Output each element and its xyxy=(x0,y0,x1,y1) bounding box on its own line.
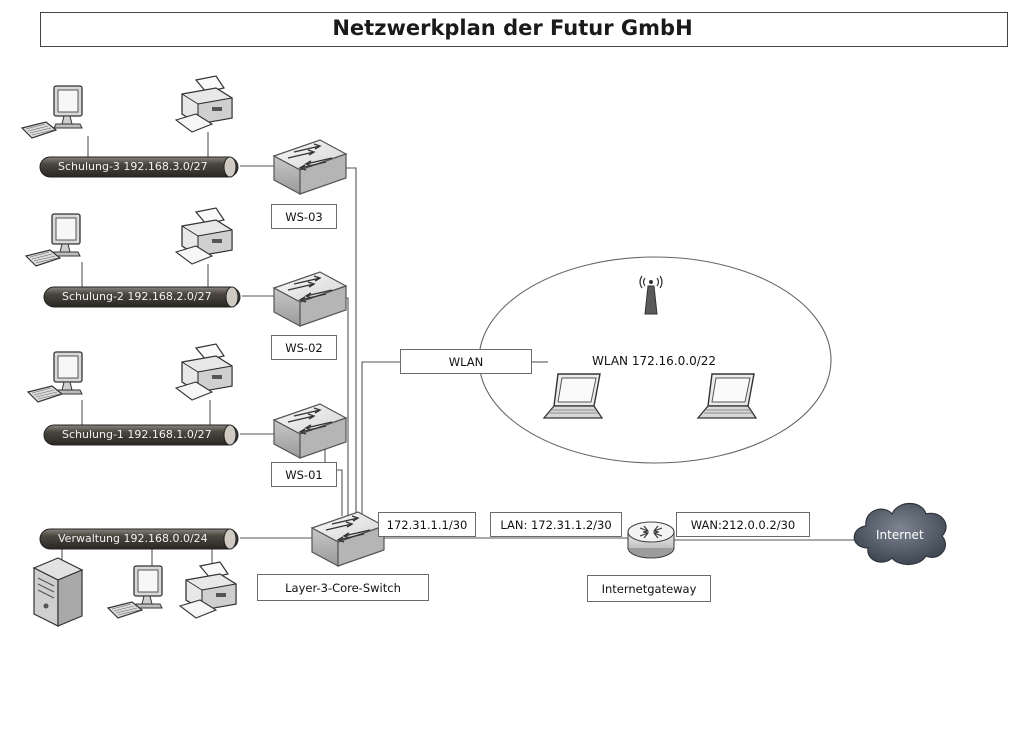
monitor-icon xyxy=(53,351,83,395)
printer-icon xyxy=(179,561,237,619)
cloud-icon xyxy=(853,502,947,566)
segment-pipe-schulung-1 xyxy=(43,424,239,446)
printer-icon xyxy=(175,75,233,133)
switch-label-ws-03: WS-03 xyxy=(271,204,337,229)
keyboard-icon xyxy=(27,385,63,403)
wlan-network-label: WLAN 172.16.0.0/22 xyxy=(592,354,717,368)
segment-pipe-schulung-3 xyxy=(39,156,239,178)
printer-icon xyxy=(175,207,233,265)
gateway-label: Internetgateway xyxy=(587,575,711,602)
segment-pipe-schulung-2 xyxy=(43,286,241,308)
monitor-icon xyxy=(51,213,81,257)
monitor-icon xyxy=(133,565,163,609)
core-switch-icon xyxy=(311,511,385,567)
keyboard-icon xyxy=(21,121,57,139)
segment-pipe-verwaltung xyxy=(39,528,239,550)
switch-label-ws-02: WS-02 xyxy=(271,335,337,360)
switch-icon xyxy=(273,271,347,327)
server-tower-icon xyxy=(33,557,83,627)
wlan-label: WLAN xyxy=(400,349,532,374)
page-title: Netzwerkplan der Futur GmbH xyxy=(332,16,693,40)
router-icon xyxy=(627,521,675,559)
segment-label-verwaltung: Verwaltung 192.168.0.0/24 xyxy=(58,532,208,545)
segment-label-schulung-1: Schulung-1 192.168.1.0/27 xyxy=(62,428,212,441)
laptop-icon xyxy=(697,373,757,419)
gateway-lan-label: LAN: 172.31.1.2/30 xyxy=(490,512,622,537)
segment-label-schulung-3: Schulung-3 192.168.3.0/27 xyxy=(58,160,208,173)
internet-label: Internet xyxy=(876,528,924,542)
core-switch-label: Layer-3-Core-Switch xyxy=(257,574,429,601)
gateway-wan-label: WAN:212.0.0.2/30 xyxy=(676,512,810,537)
switch-icon xyxy=(273,139,347,195)
core-switch-ip-label: 172.31.1.1/30 xyxy=(378,512,476,537)
laptop-icon xyxy=(543,373,603,419)
monitor-icon xyxy=(53,85,83,129)
switch-label-ws-01: WS-01 xyxy=(271,462,337,487)
printer-icon xyxy=(175,343,233,401)
title-frame xyxy=(40,12,1008,47)
segment-label-schulung-2: Schulung-2 192.168.2.0/27 xyxy=(62,290,212,303)
switch-icon xyxy=(273,403,347,459)
antenna-icon xyxy=(639,275,663,315)
